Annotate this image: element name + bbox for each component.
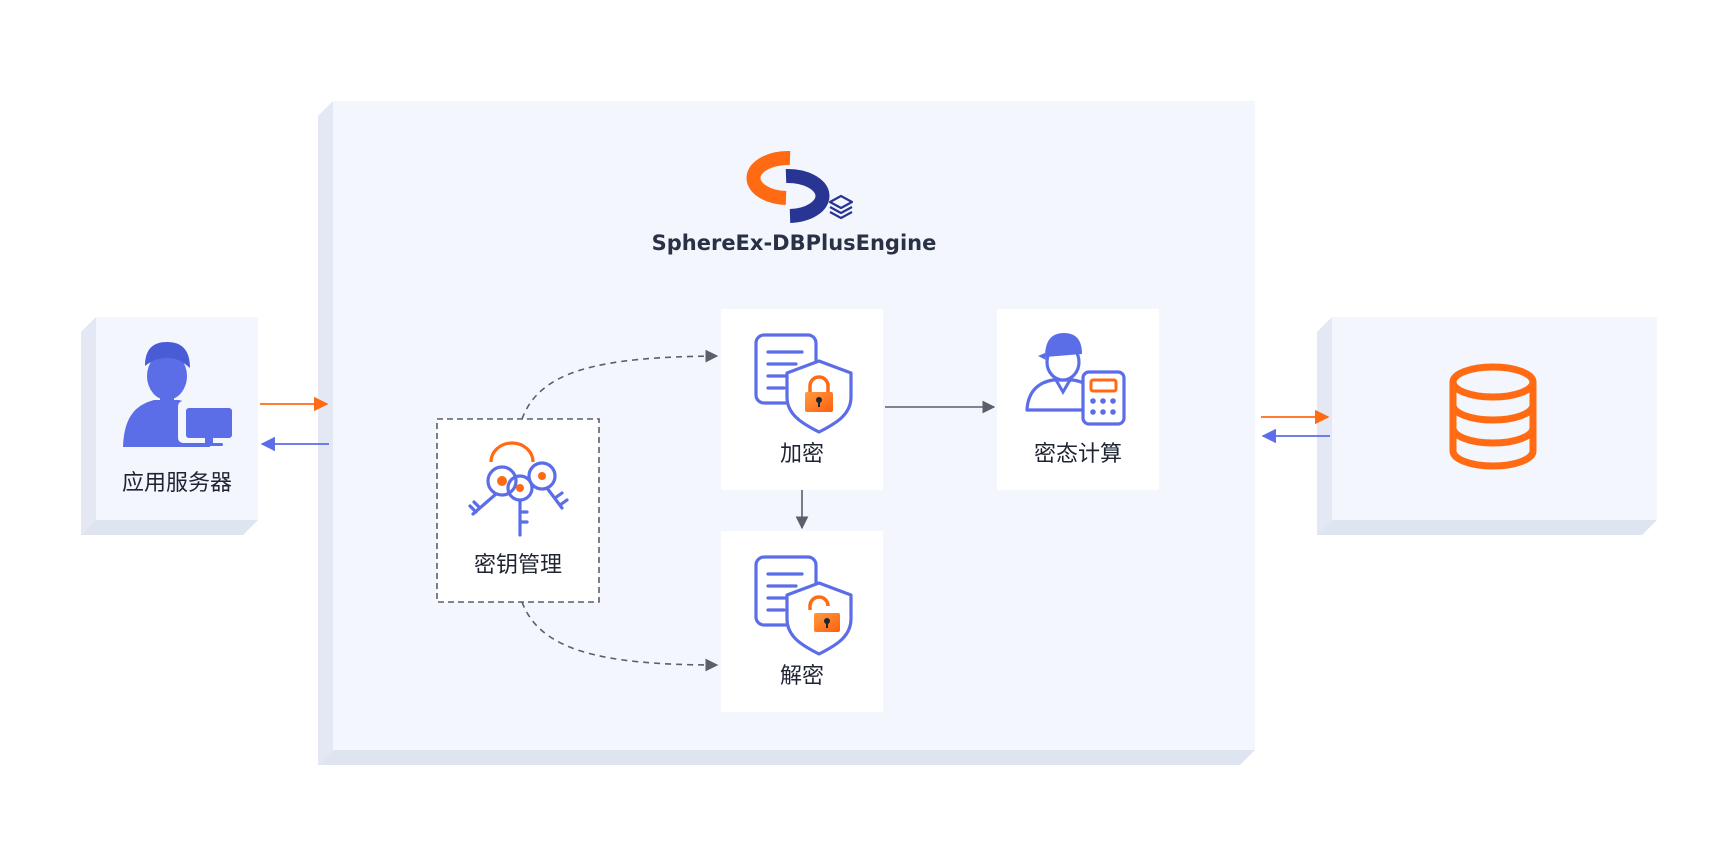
database-node [1317,317,1657,535]
layers-icon [828,194,854,220]
decrypt-label: 解密 [780,664,824,689]
document-shield-locked-icon [754,333,853,434]
decrypt-node: 解密 [721,531,883,712]
encrypt-label: 加密 [780,442,824,467]
keys-icon [468,441,569,537]
sphereex-logo [746,150,854,223]
connectors [260,349,1330,672]
keys-to-encrypt-arrow [521,349,719,420]
worker-calculator-icon [1025,333,1126,426]
cipher-computing-node: 密态计算 [997,309,1159,490]
app-server-node: 应用服务器 [81,317,258,535]
document-shield-unlocked-icon [754,555,853,656]
encrypt-node: 加密 [721,309,883,490]
brand-name: SphereEx-DBPlusEngine [652,231,937,255]
database-icon [1449,363,1537,470]
key-management-node: 密钥管理 [436,418,600,603]
app-server-label: 应用服务器 [122,471,232,496]
keys-to-decrypt-arrow [521,601,719,672]
cipher-computing-label: 密态计算 [1034,442,1122,467]
key-management-label: 密钥管理 [474,553,562,578]
user-at-computer-icon [123,342,236,447]
